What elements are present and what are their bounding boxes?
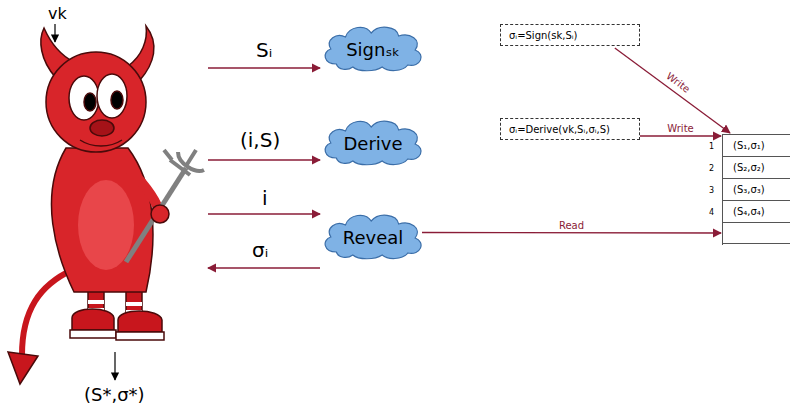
table-cell: (S₁,σ₁) [723, 140, 765, 151]
table-row [723, 222, 790, 244]
table-row: (S₁,σ₁) [723, 134, 790, 156]
row-number: 2 [709, 164, 714, 173]
input-arrow [54, 24, 55, 42]
edge-label: Read [558, 220, 585, 231]
math-label: vk [48, 4, 67, 23]
math-label: i [262, 186, 268, 210]
daemon-figure [8, 26, 204, 384]
math-label: Sᵢ [256, 38, 272, 62]
table-cell: (S₄,σ₄) [723, 206, 765, 217]
oracle-name: Reveal [343, 223, 404, 248]
oracle-cloud: Signₛₖ [318, 22, 428, 72]
table-cell: (S₃,σ₃) [723, 184, 765, 195]
formula-text: σᵢ=Sign(sk,Sᵢ) [509, 30, 577, 41]
note-box: σᵢ=Sign(sk,Sᵢ) [500, 24, 640, 46]
oracle-cloud: Derive [318, 116, 428, 166]
row-number: 1 [709, 142, 714, 151]
oracle-name: Derive [343, 129, 402, 154]
oracle-cloud: Reveal [318, 210, 428, 260]
table-cell: (S₂,σ₂) [723, 162, 765, 173]
flow-arrow [640, 135, 721, 136]
signature-table: (S₁,σ₁)1(S₂,σ₂)2(S₃,σ₃)3(S₄,σ₄)4 [722, 134, 790, 245]
math-label: (S*,σ*) [84, 384, 145, 405]
edge-label: Write [666, 123, 694, 134]
oracle-arrows [208, 68, 320, 268]
table-row: (S₄,σ₄) [723, 200, 790, 222]
math-label: σᵢ [252, 238, 268, 262]
note-box: σᵢ=Derive(vk,Sᵢ,σᵢ,S) [500, 118, 640, 140]
math-label: (i,S) [240, 128, 280, 152]
formula-text: σᵢ=Derive(vk,Sᵢ,σᵢ,S) [509, 124, 610, 135]
table-row: (S₂,σ₂) [723, 156, 790, 178]
flow-arrow [422, 232, 721, 234]
row-number: 4 [709, 208, 714, 217]
output-arrow [114, 352, 115, 380]
row-number: 3 [709, 186, 714, 195]
oracle-name: Signₛₖ [346, 35, 400, 60]
edge-label: Write [664, 70, 693, 96]
table-row: (S₃,σ₃) [723, 178, 790, 200]
